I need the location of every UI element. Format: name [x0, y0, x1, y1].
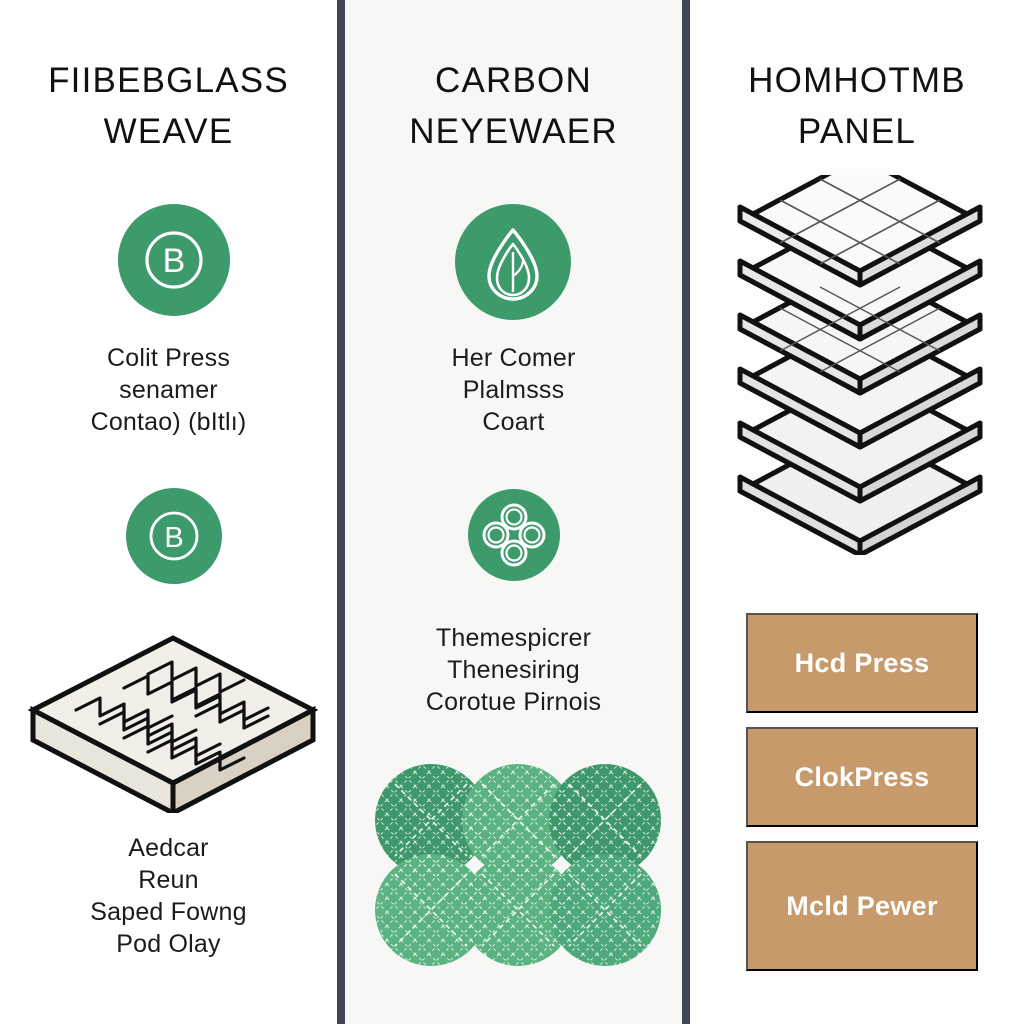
caption-line: Aedcar: [128, 834, 209, 862]
caption-line: Her Comer: [451, 344, 576, 372]
svg-text:B: B: [164, 522, 183, 554]
button-label: Hcd Press: [794, 647, 930, 678]
letter-b-ring-glyph: B: [149, 511, 199, 561]
caption-block-1-2: Aedcar Reun Saped Fowng Pod Olay: [0, 832, 337, 960]
caption-line: Saped Fowng: [90, 898, 247, 926]
hcd-press-button[interactable]: Hcd Press: [746, 613, 978, 713]
caption-line: Contao) (bItlı): [90, 408, 247, 436]
svg-text:B: B: [163, 242, 186, 280]
droplet-leaf-icon: [455, 204, 571, 320]
caption-block-1-1: Colit Press senamer Contao) (bItlı): [0, 342, 337, 438]
letter-b-circle-icon: B: [118, 204, 230, 316]
column-title-1: FIIBEBGLASS WEAVE: [48, 61, 289, 151]
caption-line: Thenesiring: [447, 656, 580, 684]
column-panel-carbon-neyewaer: CARBON NEYEWAER Her Comer Plalmsss Coart: [345, 0, 682, 1024]
exploded-layer-stack-illustration: [730, 154, 990, 560]
button-label: ClokPress: [794, 761, 930, 792]
caption-line: Reun: [138, 866, 199, 894]
caption-line: senamer: [119, 376, 218, 404]
droplet-glyph: [487, 228, 539, 301]
clover-molecule-icon: [468, 489, 560, 581]
button-label: Mcld Pewer: [786, 890, 938, 921]
letter-b-circle-icon: B: [126, 488, 222, 584]
clover-glyph: [482, 503, 546, 567]
column-panel-honeycomb: HOMHOTMB PANEL: [690, 0, 1024, 1024]
overlapping-fiber-circles-illustration: [373, 758, 663, 983]
column-title-3: HOMHOTMB PANEL: [748, 61, 966, 151]
isometric-weave-slab-illustration: [18, 628, 328, 818]
caption-line: Corotue Pirnois: [425, 688, 602, 716]
caption-block-2-2: Themespicrer Thenesiring Corotue Pirnois: [345, 622, 682, 718]
column-panel-fiberglass-weave: FIIBEBGLASS WEAVE B Colit Press senamer …: [0, 0, 337, 1024]
caption-line: Pod Olay: [116, 930, 221, 958]
clok-press-button[interactable]: ClokPress: [746, 727, 978, 827]
column-divider-right: [682, 0, 690, 1024]
letter-b-ring-glyph: B: [145, 231, 203, 289]
caption-line: Colit Press: [106, 344, 231, 372]
caption-block-2-1: Her Comer Plalmsss Coart: [345, 342, 682, 438]
mcld-pewer-button[interactable]: Mcld Pewer: [746, 841, 978, 971]
caption-line: Themespicrer: [435, 624, 592, 652]
column-divider-left: [337, 0, 345, 1024]
caption-line: Plalmsss: [462, 376, 565, 404]
column-title-2: CARBON NEYEWAER: [409, 61, 618, 151]
caption-line: Coart: [482, 408, 545, 436]
